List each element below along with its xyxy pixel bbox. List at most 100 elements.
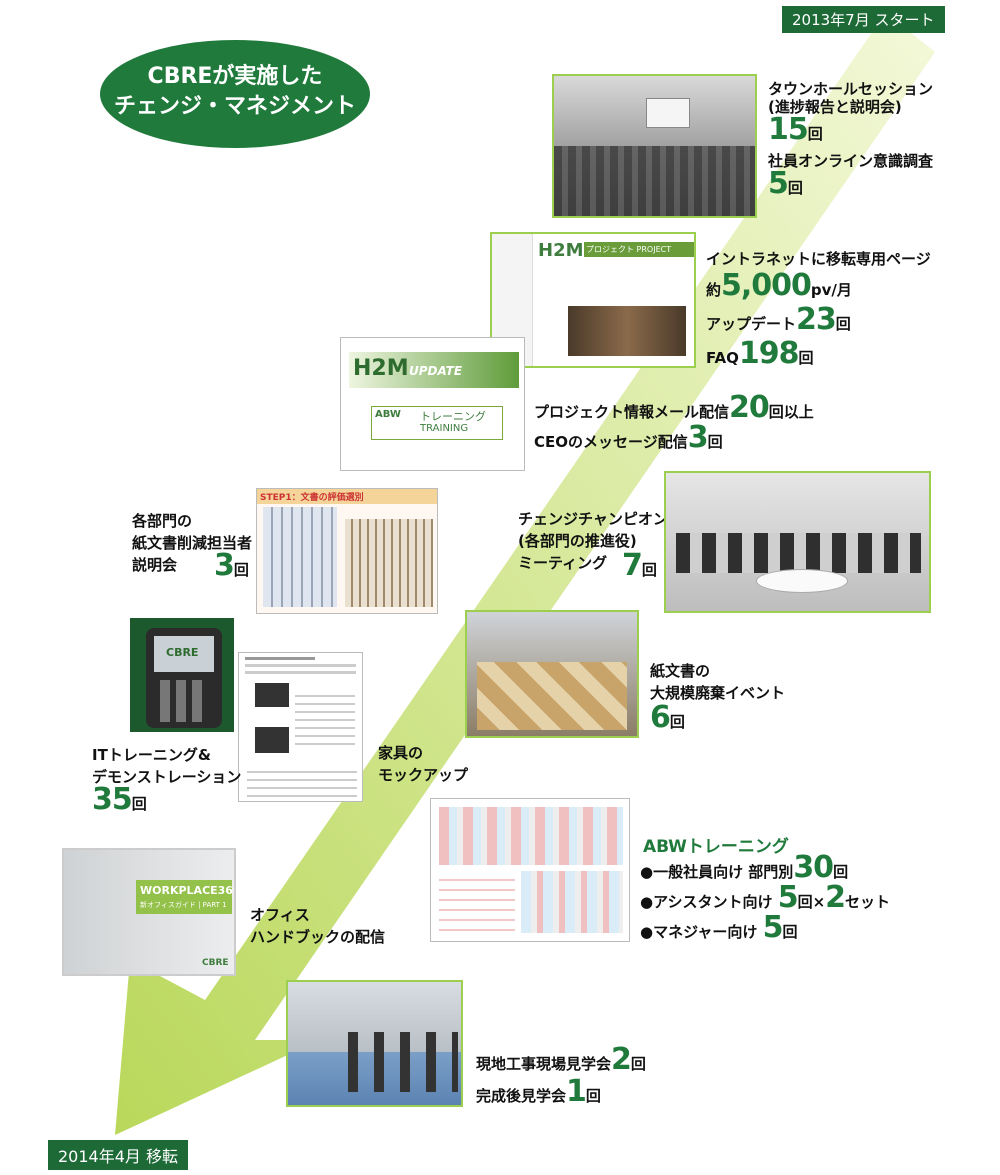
faq-unit: 回 <box>798 349 814 367</box>
it-count-wrap: 35回 <box>92 782 147 817</box>
champion-unit: 回 <box>641 561 657 579</box>
abw-row3-count: 5 <box>762 910 784 945</box>
ceo-count: 3 <box>687 420 709 455</box>
mail-unit: 回以上 <box>768 403 814 421</box>
site-visit-label: 現地工事現場見学会 <box>476 1055 612 1073</box>
abw-row3-label: ●マネジャー向け <box>640 923 763 941</box>
step-doc: STEP1：文書の評価選別 <box>256 488 438 614</box>
intranet-photo <box>568 306 686 356</box>
end-label: 2014年4月 移転 <box>48 1140 188 1170</box>
townhall-sub: (進捗報告と説明会) <box>768 98 902 116</box>
abw-row3-unit: 回 <box>782 923 798 941</box>
binder-photo-1 <box>263 507 337 607</box>
handbook-line2: ハンドブックの配信 <box>250 928 386 946</box>
site-visit-photo <box>286 980 463 1107</box>
pv-unit: pv/月 <box>810 281 852 299</box>
it-line2: デモンストレーション <box>92 768 242 786</box>
paper-line1: 各部門の <box>132 512 193 530</box>
ceo-wrap: CEOのメッセージ配信3回 <box>534 420 723 455</box>
abw-row1-label: ●一般社員向け 部門別 <box>640 863 794 881</box>
mail-count: 20 <box>729 390 770 425</box>
handbook-cover: WORKPLACE360 新オフィスガイド | PART 1 CBRE <box>62 848 236 976</box>
audience <box>554 146 755 216</box>
townhall-photo <box>552 74 757 218</box>
boxes <box>477 662 627 730</box>
phone-photo: CBRE <box>130 618 234 732</box>
ceo-unit: 回 <box>707 433 723 451</box>
furniture-line2: モックアップ <box>378 766 469 784</box>
disposal-line1: 紙文書の <box>650 662 711 680</box>
faq-wrap: FAQ198回 <box>706 336 814 371</box>
intranet-title: イントラネットに移転専用ページ <box>706 250 931 268</box>
intranet-header: プロジェクト PROJECT <box>584 242 694 257</box>
abw-row2-unit: セット <box>845 893 891 911</box>
ceo-label: CEOのメッセージ配信 <box>534 433 688 451</box>
newsletter-banner: H2M UPDATE <box>349 352 519 388</box>
paper-count: 3 <box>214 548 235 583</box>
disposal-photo <box>465 610 639 738</box>
intranet-logo: H2M <box>538 240 584 261</box>
it-unit: 回 <box>131 795 147 813</box>
newsletter-training-en: TRAINING <box>420 423 469 434</box>
abw-row1-count: 30 <box>793 850 834 885</box>
phone-brand: CBRE <box>166 646 199 659</box>
disposal-count-wrap: 6回 <box>650 700 685 735</box>
pv-wrap: 約5,000pv/月 <box>706 268 852 303</box>
survey-count-wrap: 5回 <box>768 166 803 201</box>
floor-plan <box>430 798 630 942</box>
handbook-cover-title: WORKPLACE360 <box>140 884 236 897</box>
faq-count: 198 <box>738 336 800 371</box>
abw-row2-mid: 回× <box>797 893 826 911</box>
newsletter-abw: ABW <box>375 409 401 420</box>
meeting-table <box>756 569 848 593</box>
champion-line2: (各部門の推進役) <box>518 532 637 550</box>
phone-keypad <box>160 680 208 722</box>
paper-unit: 回 <box>233 561 249 579</box>
abw-row1: ●一般社員向け 部門別30回 <box>640 850 848 885</box>
handbook-line1: オフィス <box>250 906 310 924</box>
update-count: 23 <box>796 302 837 337</box>
champion-photo <box>664 471 931 613</box>
title-line2: チェンジ・マネジメント <box>113 94 356 119</box>
newsletter-page: H2M UPDATE ABW トレーニング TRAINING <box>340 337 525 471</box>
it-line1: ITトレーニング& <box>92 746 211 764</box>
furniture-line1: 家具の <box>378 744 424 762</box>
start-label: 2013年7月 スタート <box>782 6 945 33</box>
survey-count: 5 <box>768 166 789 201</box>
townhall-count-wrap: 15回 <box>768 112 823 147</box>
update-unit: 回 <box>835 315 851 333</box>
townhall-title: タウンホールセッション <box>768 80 934 98</box>
site-visit-wrap: 現地工事現場見学会2回 <box>476 1042 646 1077</box>
handbook-title-panel: WORKPLACE360 新オフィスガイド | PART 1 <box>136 880 234 914</box>
update-wrap: アップデート23回 <box>706 302 851 337</box>
abw-row1-unit: 回 <box>833 863 849 881</box>
update-label: アップデート <box>706 315 797 333</box>
disposal-unit: 回 <box>669 713 685 731</box>
post-visit-count: 1 <box>566 1074 587 1109</box>
abw-row2-count: 5 <box>777 880 799 915</box>
paper-line3: 説明会 <box>132 556 178 574</box>
newsletter-logo: H2M <box>353 356 409 381</box>
floor-plan-layout <box>439 807 623 865</box>
pv-prefix: 約 <box>706 281 722 299</box>
floor-plan-legend <box>439 871 515 933</box>
post-visit-label: 完成後見学会 <box>476 1087 567 1105</box>
title-line1: CBREが実施した <box>147 64 323 89</box>
site-visit-unit: 回 <box>630 1055 646 1073</box>
abw-row3: ●マネジャー向け 5回 <box>640 910 797 945</box>
meeting-people <box>676 533 921 573</box>
champion-count: 7 <box>622 548 643 583</box>
abw-title: ABWトレーニング <box>643 837 789 857</box>
newsletter-training-box: ABW トレーニング TRAINING <box>371 406 503 440</box>
binder-photo-2 <box>345 519 433 607</box>
paper-line2: 紙文書削減担当者 <box>132 534 253 552</box>
abw-row2: ●アシスタント向け 5回×2セット <box>640 880 890 915</box>
post-visit-wrap: 完成後見学会1回 <box>476 1074 601 1109</box>
handbook-brand: CBRE <box>202 958 229 968</box>
it-manual-doc <box>238 652 363 802</box>
step-header: STEP1：文書の評価選別 <box>257 489 437 504</box>
disposal-line2: 大規模廃棄イベント <box>650 684 786 702</box>
champion-line3: ミーティング <box>518 554 608 572</box>
floor-plan-bottom <box>521 871 623 933</box>
